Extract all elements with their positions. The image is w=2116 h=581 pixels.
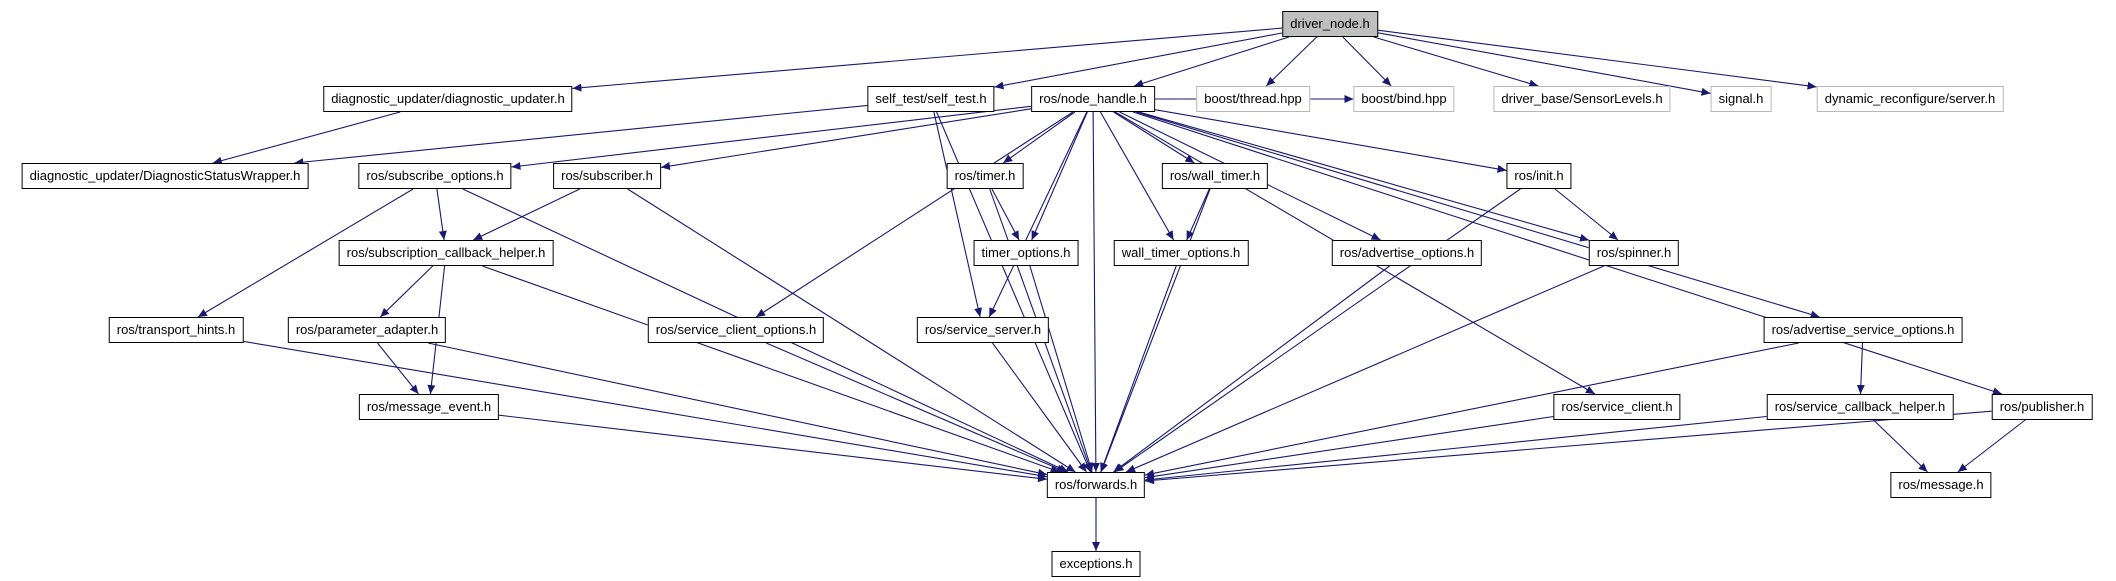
graph-node-ao[interactable]: ros/advertise_options.h — [1331, 240, 1483, 266]
include-edge-nh-tim — [1002, 111, 1076, 164]
include-edge-wto-fwd — [1100, 265, 1177, 473]
include-edge-sco-fwd — [765, 342, 1067, 473]
graph-node-sub[interactable]: ros/subscriber.h — [553, 163, 661, 189]
include-edge-nh-to — [1031, 111, 1088, 241]
include-edge-nh-pub — [1132, 111, 2003, 396]
graph-node-th[interactable]: ros/transport_hints.h — [108, 317, 244, 343]
include-edge-tim-to — [991, 188, 1020, 241]
include-edge-nh-wto — [1099, 111, 1175, 241]
include-edge-scbh-fwd — [1144, 415, 1767, 484]
graph-node-st[interactable]: self_test/self_test.h — [867, 86, 995, 112]
graph-node-aso[interactable]: ros/advertise_service_options.h — [1763, 317, 1963, 343]
graph-node-nh[interactable]: ros/node_handle.h — [1031, 86, 1155, 112]
graph-node-sl[interactable]: driver_base/SensorLevels.h — [1493, 86, 1671, 112]
graph-node-tim[interactable]: ros/timer.h — [946, 163, 1024, 189]
include-edge-sub-sch — [472, 188, 581, 241]
include-edge-sc-fwd — [1144, 415, 1554, 481]
include-edge-dn-st — [994, 32, 1283, 90]
include-edge-dn-sl — [1373, 36, 1539, 88]
include-edge-me-fwd — [498, 414, 1048, 483]
graph-node-dsw[interactable]: diagnostic_updater/DiagnosticStatusWrapp… — [21, 163, 309, 189]
graph-node-wto[interactable]: wall_timer_options.h — [1113, 240, 1249, 266]
include-edge-wt-fwd — [1100, 188, 1211, 473]
include-edge-sch-pa — [379, 265, 434, 318]
graph-node-ss[interactable]: ros/service_server.h — [916, 317, 1050, 343]
include-edge-sch-fwd — [482, 265, 1060, 473]
include-edge-nh-spin — [1138, 111, 1590, 242]
include-edge-nh-init — [1154, 109, 1507, 173]
graph-node-dr[interactable]: dynamic_reconfigure/server.h — [1816, 86, 2004, 112]
include-edge-nh-sco — [755, 111, 1074, 318]
include-edge-so-sch — [436, 188, 447, 241]
graph-node-bb[interactable]: boost/bind.hpp — [1353, 86, 1455, 112]
graph-node-pub[interactable]: ros/publisher.h — [1991, 394, 2093, 420]
include-edge-th-fwd — [243, 340, 1048, 480]
include-edge-so-th — [197, 188, 414, 318]
include-edge-dn-du — [572, 27, 1283, 92]
include-edge-dn-bt — [1265, 36, 1318, 87]
include-edge-to-fwd — [1029, 265, 1094, 473]
graph-node-spin[interactable]: ros/spinner.h — [1588, 240, 1680, 266]
include-edge-nh-sub — [660, 108, 1032, 170]
graph-node-so[interactable]: ros/subscribe_options.h — [358, 163, 512, 189]
include-edge-dn-nh — [1133, 36, 1290, 88]
graph-node-to[interactable]: timer_options.h — [973, 240, 1079, 266]
include-edge-pa-fwd — [427, 342, 1048, 477]
include-edge-ao-fwd — [1113, 265, 1390, 473]
graph-node-wt[interactable]: ros/wall_timer.h — [1161, 163, 1269, 189]
include-edge-sub-fwd — [627, 188, 1076, 473]
graph-node-sig[interactable]: signal.h — [1710, 86, 1772, 112]
include-edge-ss-fwd — [992, 342, 1087, 473]
include-edge-aso-scbh — [1856, 342, 1865, 395]
graph-node-msg[interactable]: ros/message.h — [1890, 472, 1992, 498]
graph-node-du[interactable]: diagnostic_updater/diagnostic_updater.h — [323, 86, 573, 112]
include-edge-dn-bb — [1342, 36, 1392, 87]
include-edge-st-dsw — [294, 104, 868, 167]
include-edge-dn-sig — [1377, 32, 1711, 96]
include-edge-st-ss — [933, 111, 983, 318]
include-edge-pub-fwd — [1144, 410, 1992, 485]
graph-node-pa[interactable]: ros/parameter_adapter.h — [287, 317, 447, 343]
include-edge-nh-so — [511, 105, 1032, 170]
include-edge-pa-me — [377, 342, 419, 395]
include-edge-init-spin — [1554, 188, 1619, 241]
include-edge-nh-ss — [988, 111, 1088, 318]
include-edge-nh-fwd — [1091, 111, 1100, 473]
include-edge-init-fwd — [1114, 188, 1521, 473]
graph-node-fwd[interactable]: ros/forwards.h — [1046, 472, 1146, 498]
include-edge-nh-aso — [1136, 111, 1820, 319]
graph-node-init[interactable]: ros/init.h — [1506, 163, 1572, 189]
graph-node-sco[interactable]: ros/service_client_options.h — [647, 317, 825, 343]
include-edge-nh-wt — [1113, 111, 1195, 164]
include-edge-scbh-msg — [1873, 419, 1928, 473]
include-edge-pub-msg — [1957, 419, 2026, 473]
include-edge-dn-dr — [1377, 29, 1817, 90]
include-edge-wt-wto — [1186, 188, 1210, 241]
include-edge-aso-fwd — [1144, 342, 1799, 478]
graph-node-exc[interactable]: exceptions.h — [1051, 551, 1141, 577]
graph-node-scbh[interactable]: ros/service_callback_helper.h — [1766, 394, 1954, 420]
graph-node-sc[interactable]: ros/service_client.h — [1553, 394, 1681, 420]
graph-node-sch[interactable]: ros/subscription_callback_helper.h — [338, 240, 554, 266]
graph-node-bt[interactable]: boost/thread.hpp — [1196, 86, 1310, 112]
graph-node-me[interactable]: ros/message_event.h — [358, 394, 500, 420]
graph-node-dn[interactable]: driver_node.h — [1282, 11, 1378, 37]
include-edge-spin-fwd — [1125, 265, 1605, 473]
include-edge-du-dsw — [212, 111, 401, 165]
